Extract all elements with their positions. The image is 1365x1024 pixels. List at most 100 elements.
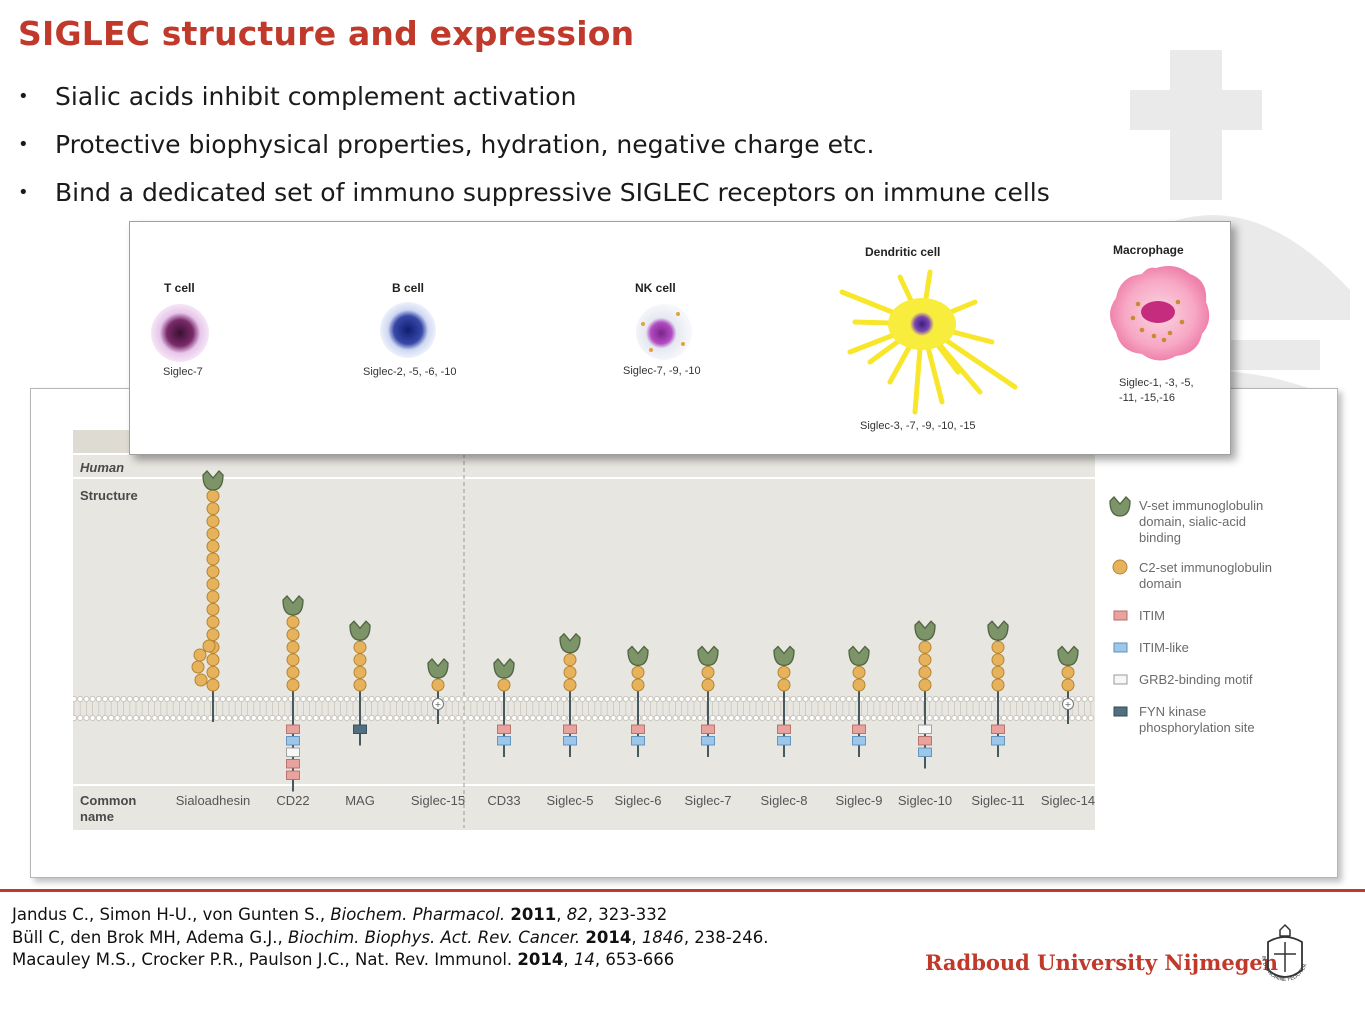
receptor-common-name: Siglec-11 [971,793,1024,808]
reference-segment: Biochem. Pharmacol. [330,905,506,924]
receptor-common-name: CD33 [487,793,520,808]
structure-background [73,430,1095,830]
legend-label: phosphorylation site [1139,720,1255,735]
reference-segment: 2014 [585,927,632,947]
legend-label: binding [1139,530,1181,545]
legend-label: ITIM-like [1139,640,1189,655]
cell-name-dendritic: Dendritic cell [865,245,940,259]
receptor-cd33: CD33 [487,658,521,808]
human-label: Human [80,460,124,475]
legend-label: domain [1139,576,1182,591]
legend-itim-icon [1113,610,1128,621]
cell-siglecs-t: Siglec-7 [163,366,203,378]
nk-granules [641,312,685,352]
receptor-siglec-14: + Siglec-14 [1041,645,1095,808]
legend-label: domain, sialic-acid [1139,514,1246,529]
cell-siglecs-dendritic: Siglec-3, -7, -9, -10, -15 [860,420,976,432]
cell-name-b: B cell [392,281,424,295]
receptor-siglec-5: Siglec-5 [547,632,593,808]
references: Jandus C., Simon H-U., von Gunten S., Bi… [12,904,769,972]
receptor-siglec-9: Siglec-9 [836,645,883,808]
legend-grb2-icon [1113,674,1128,685]
reference-segment: Büll C, den Brok MH, Adema G.J., [12,927,288,947]
structure-label: Structure [80,488,138,503]
t-cell-icon [151,304,209,362]
reference-segment: 82 [566,905,588,924]
reference-segment: , 323-332 [587,905,668,924]
receptor-common-name: CD22 [276,793,309,808]
svg-text:+: + [435,700,442,709]
reference-segment: , 653-666 [594,950,675,969]
receptor-siglec-6: Siglec-6 [615,645,661,808]
legend-fyn-icon [1113,706,1128,717]
receptor-cd22: CD22 [276,595,310,808]
receptor-common-name: Siglec-9 [836,793,883,808]
receptor-sialoadhesin: Sialoadhesin [176,470,250,808]
bullet-dot-icon: • [18,182,29,203]
cell-name-nk: NK cell [635,281,676,295]
reference-segment: 2014 [517,950,564,969]
receptor-siglec-10: Siglec-10 [898,620,952,808]
immune-cells-panel: T cell Siglec-7 B cell Siglec-2, -5, -6,… [129,221,1231,455]
receptor-siglec-11: Siglec-11 [971,620,1025,808]
receptor-mag: MAG [345,620,375,808]
svg-text:+: + [1065,700,1072,709]
legend-label: FYN kinase [1139,704,1206,719]
receptor-siglec-15: + Siglec-15 [411,658,465,808]
legend-item-itim-like: ITIM-like [1113,640,1189,655]
reference-segment: , [631,927,642,947]
cell-siglecs-macrophage: Siglec-1, -3, -5, [1119,377,1194,389]
reference-segment: , [556,905,567,924]
legend-label: C2-set immunoglobulin [1139,560,1272,575]
reference-segment: Jandus C., Simon H-U., von Gunten S., [12,905,331,924]
cell-siglecs-b: Siglec-2, -5, -6, -10 [363,366,457,378]
reference-segment: 1846 [641,927,684,947]
reference-segment: Macauley M.S., Crocker P.R., Paulson J.C… [12,950,518,969]
legend-vset-icon [1109,496,1131,517]
receptor-common-name: Siglec-7 [685,793,732,808]
b-cell-icon [380,302,436,358]
common-name-label: name [80,809,114,824]
nk-cell-icon [636,304,692,360]
legend-label: ITIM [1139,608,1165,623]
bullet-dot-icon: • [18,134,29,155]
receptor-common-name: Siglec-15 [411,793,465,808]
receptor-common-name: Siglec-8 [761,793,808,808]
macrophage-icon [1110,266,1210,361]
cell-name-t: T cell [164,281,195,295]
university-name: Radboud University Nijmegen [925,950,1279,975]
reference-line: Jandus C., Simon H-U., von Gunten S., Bi… [12,904,769,927]
reference-segment: 14 [573,950,595,969]
slide-title: SIGLEC structure and expression [18,14,635,53]
receptor-siglec-8: Siglec-8 [761,645,808,808]
cell-siglecs-macrophage: -11, -15,-16 [1119,392,1175,404]
receptor-common-name: Siglec-10 [898,793,952,808]
footer-divider [0,889,1365,892]
reference-segment: , [563,950,574,969]
siglec-structure-diagram: Human Structure Common name Sialoadhesin… [73,430,1095,830]
legend-itim-like-icon [1113,642,1128,653]
bullet-text: Bind a dedicated set of immuno suppressi… [55,178,1050,207]
reference-line: Büll C, den Brok MH, Adema G.J., Biochim… [12,927,769,950]
reference-segment: Biochim. Biophys. Act. Rev. Cancer. [287,927,581,947]
bullet-text: Protective biophysical properties, hydra… [55,130,875,159]
bullet-dot-icon: • [18,86,29,107]
receptor-siglec-7: Siglec-7 [685,645,732,808]
bullet-text: Sialic acids inhibit complement activati… [55,82,577,111]
cell-name-macrophage: Macrophage [1113,243,1184,257]
legend-label: GRB2-binding motif [1139,672,1253,687]
legend-item-grb2: GRB2-binding motif [1113,672,1253,687]
cell-siglecs-nk: Siglec-7, -9, -10 [623,365,701,377]
reference-segment: 2011 [510,905,557,924]
legend-c2-icon [1112,559,1128,575]
receptor-common-name: MAG [345,793,375,808]
legend-item-itim: ITIM [1113,608,1165,623]
legend-label: V-set immunoglobulin [1139,498,1263,513]
reference-segment: , 238-246. [683,927,769,947]
receptor-common-name: Siglec-14 [1041,793,1095,808]
university-seal-icon: IN DEI NOMINE FELICITER [1260,923,1309,983]
